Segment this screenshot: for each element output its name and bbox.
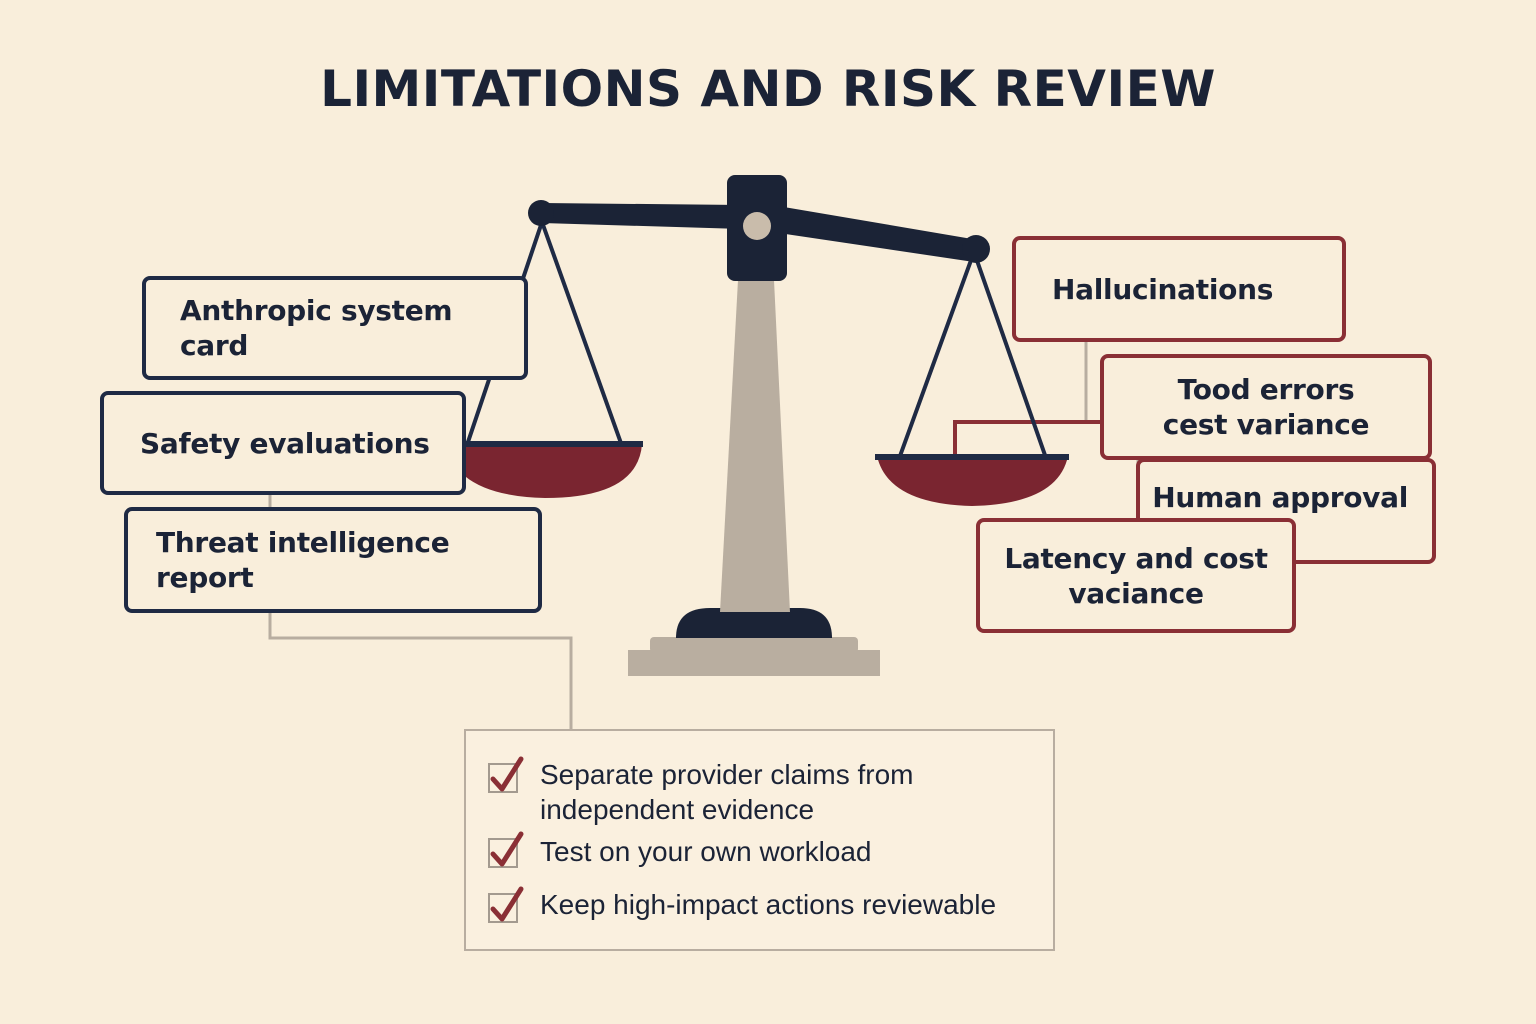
checklist-item: Test on your own workload: [488, 831, 872, 869]
checklist-item: Keep high-impact actions reviewable: [488, 886, 997, 923]
risk-box-hallucinations: Hallucinations: [1012, 236, 1346, 342]
pivot-pin: [743, 212, 771, 240]
evidence-box-safety-evaluations: Safety evaluations: [100, 391, 466, 495]
right-pan: [877, 456, 1068, 506]
risk-label: Human approval: [1152, 481, 1408, 514]
evidence-box-threat-report: Threat intelligence report: [124, 507, 542, 613]
checkbox[interactable]: [488, 886, 524, 923]
risk-box-tool-errors: Tood errors cest variance: [1100, 354, 1432, 460]
evidence-label: Safety evaluations: [140, 426, 430, 460]
scale-beam: [542, 203, 742, 229]
evidence-label: Threat intelligence report: [156, 526, 450, 594]
scale-column: [720, 280, 790, 612]
evidence-label: Anthropic system card: [180, 294, 453, 362]
checkmark-icon: [490, 756, 524, 792]
scale-base-upper: [650, 637, 858, 653]
right-pan-strings: [898, 251, 1048, 459]
risk-bracket: [953, 420, 1102, 455]
checkmark-icon: [490, 831, 524, 867]
risk-box-latency-cost: Latency and cost vaciance: [976, 518, 1296, 633]
checklist-text: Keep high-impact actions reviewable: [540, 889, 997, 920]
scale-foot: [676, 608, 832, 638]
risk-label-line2: cest variance: [1162, 408, 1370, 441]
checkmark-icon: [490, 886, 524, 922]
checklist-panel: Separate provider claims from independen…: [464, 729, 1055, 951]
evidence-box-system-card: Anthropic system card: [142, 276, 528, 380]
checklist-text: Separate provider claims from independen…: [540, 759, 914, 825]
scale-base-lower: [628, 650, 880, 676]
checkbox[interactable]: [488, 831, 524, 868]
risk-label-line1: Latency and cost: [1004, 541, 1268, 575]
left-pan: [445, 442, 642, 498]
checklist-text: Test on your own workload: [540, 836, 872, 867]
risk-label-line2: vaciance: [1068, 576, 1204, 610]
risk-label-line1: Tood errors: [1177, 373, 1355, 406]
scale-beam-right: [772, 205, 978, 262]
beam-end-right: [962, 235, 990, 263]
page-title: LIMITATIONS AND RISK REVIEW: [320, 60, 1216, 118]
checkbox[interactable]: [488, 756, 524, 793]
risk-label: Hallucinations: [1052, 272, 1274, 306]
beam-end-left: [528, 200, 554, 226]
checklist-item: Separate provider claims from independen…: [488, 756, 914, 827]
